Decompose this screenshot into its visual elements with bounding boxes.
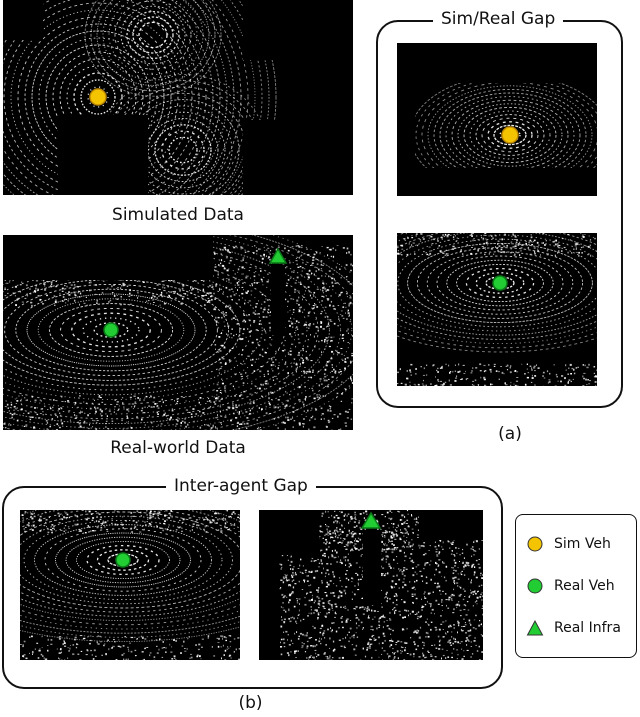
sim-gap-lidar-scan	[397, 43, 597, 196]
legend-real-infra: Real Infra	[526, 619, 621, 637]
sim-vehicle-marker	[501, 126, 519, 144]
simulated-data-caption: Simulated Data	[112, 205, 244, 225]
green-circle-icon	[527, 578, 543, 594]
real-infra-marker	[268, 247, 288, 264]
legend-real-veh: Real Veh	[526, 577, 615, 595]
legend: Sim Veh Real Veh Real Infra	[515, 514, 637, 658]
inter-vehicle-lidar-scan	[20, 510, 240, 660]
sim-vehicle-marker	[89, 88, 107, 106]
legend-label: Real Infra	[554, 620, 621, 636]
inter-agent-gap-title: Inter-agent Gap	[166, 476, 316, 496]
simulated-lidar-scan	[3, 0, 353, 195]
real-gap-lidar-scan	[397, 233, 597, 386]
caption-a: (a)	[498, 424, 522, 444]
sim-gap-lidar-panel	[397, 43, 597, 196]
yellow-circle-icon	[527, 536, 543, 552]
inter-infra-lidar-panel	[259, 510, 483, 660]
legend-sim-veh: Sim Veh	[526, 535, 611, 553]
real-infra-marker	[360, 511, 382, 529]
real-vehicle-marker	[115, 552, 131, 568]
inter-vehicle-lidar-panel	[20, 510, 240, 660]
real-world-lidar-panel	[3, 235, 353, 430]
real-world-lidar-scan	[3, 235, 353, 430]
caption-b: (b)	[238, 693, 263, 713]
simulated-lidar-panel	[3, 0, 353, 195]
legend-label: Sim Veh	[554, 536, 611, 552]
real-gap-lidar-panel	[397, 233, 597, 386]
real-world-data-caption: Real-world Data	[110, 438, 246, 458]
inter-infra-lidar-scan	[259, 510, 483, 660]
green-triangle-icon	[526, 619, 544, 636]
sim-real-gap-title: Sim/Real Gap	[433, 9, 564, 29]
legend-label: Real Veh	[554, 578, 615, 594]
real-vehicle-marker	[103, 322, 119, 338]
real-vehicle-marker	[492, 275, 508, 291]
